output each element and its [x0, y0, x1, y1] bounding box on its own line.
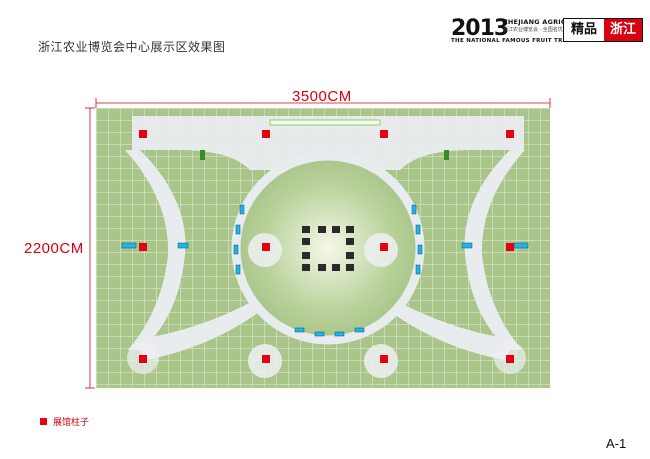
bottom-right-swoop — [388, 300, 515, 360]
stage-strip — [269, 119, 381, 126]
dimension-width — [95, 98, 551, 108]
logo-badge: 精品 浙江 — [563, 18, 643, 42]
right-arc-walkway — [464, 150, 525, 350]
central-booths — [302, 226, 354, 271]
top-walkway — [132, 116, 524, 170]
legend: 展馆柱子 — [40, 415, 89, 428]
planter — [200, 150, 205, 160]
left-arc-walkway — [125, 150, 186, 350]
logo-expo-name-cn: 浙江农业博览会 · 全国名优果品交易博览会 — [503, 27, 598, 33]
logo-badge-left: 精品 — [564, 19, 604, 41]
dimension-height — [85, 107, 95, 389]
pillar-legend-swatch — [40, 418, 47, 425]
bottom-left-swoop — [135, 300, 262, 360]
page-title: 浙江农业博览会中心展示区效果图 — [38, 40, 226, 54]
logo-year: 2013 — [451, 16, 509, 41]
logo-fair-name-en: THE NATIONAL FAMOUS FRUIT TRADE FAIR — [451, 38, 594, 44]
expo-logo: 2013 ZHEJIANG AGRICULTURE EXPO 浙江农业博览会 ·… — [451, 16, 643, 44]
pillars — [139, 130, 514, 363]
height-dimension-label: 2200CM — [22, 240, 86, 257]
logo-expo-name-en: ZHEJIANG AGRICULTURE EXPO — [503, 18, 618, 26]
width-dimension-label: 3500CM — [292, 88, 352, 105]
logo-badge-right: 浙江 — [604, 19, 642, 41]
pillar-legend-label: 展馆柱子 — [53, 418, 90, 428]
central-glow — [236, 156, 420, 340]
page-number: A-1 — [606, 436, 627, 451]
planter — [444, 150, 449, 160]
display-cases — [121, 204, 529, 337]
